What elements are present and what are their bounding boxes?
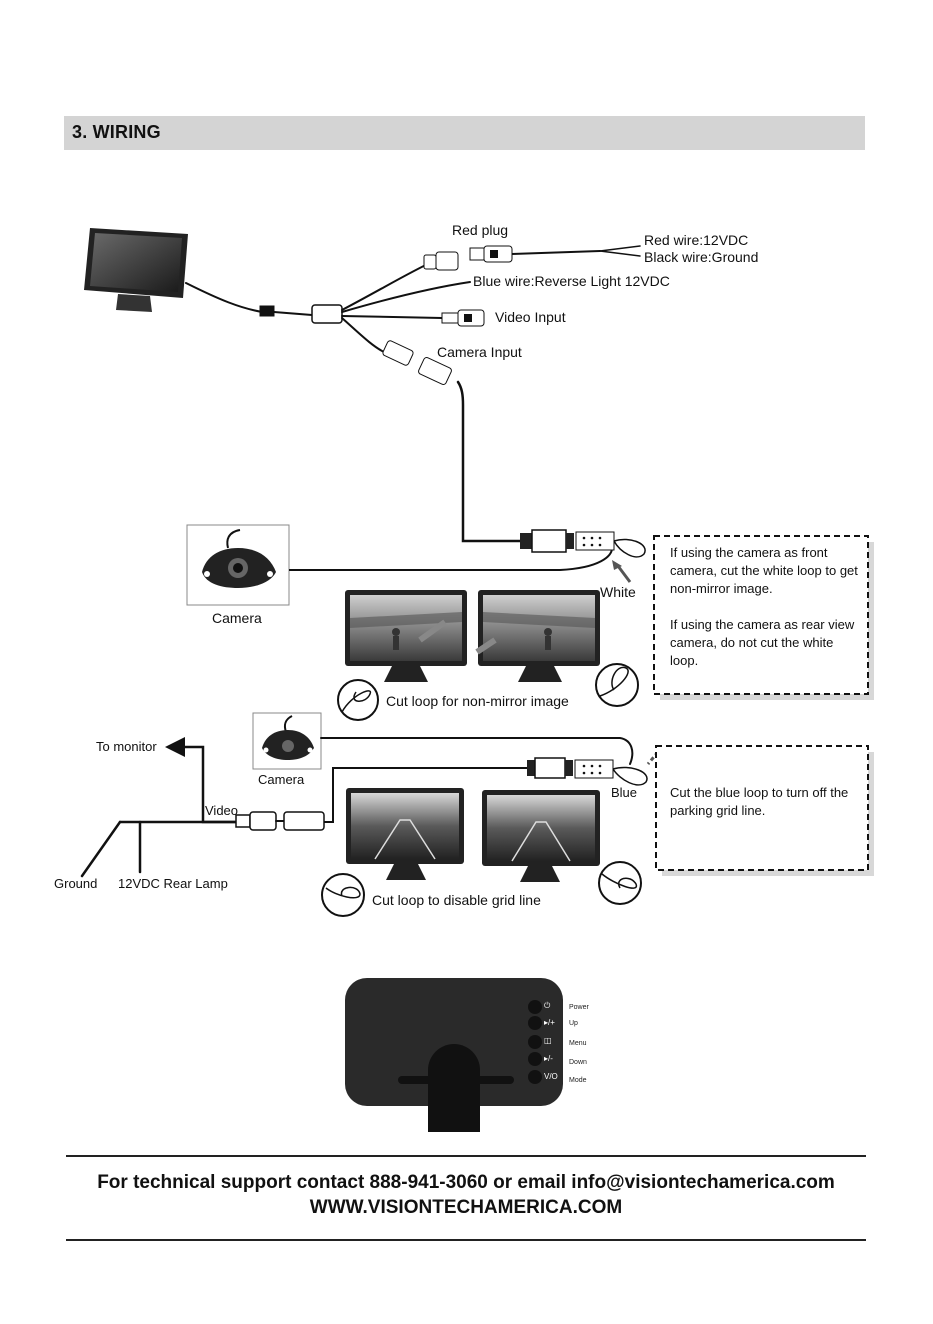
main-harness — [185, 245, 641, 543]
rear-monitors — [346, 788, 600, 882]
front-camera-box — [186, 524, 290, 606]
play-minus-icon: ▸/- — [544, 1054, 553, 1063]
rear-camera-box — [252, 712, 322, 770]
rear-note-box — [655, 745, 874, 876]
video-input-label: Video Input — [495, 309, 566, 325]
play-plus-icon: ▸/+ — [544, 1018, 555, 1027]
red-wire-label: Red wire:12VDC — [644, 232, 749, 248]
to-monitor-label: To monitor — [96, 739, 157, 754]
power-label: Power — [569, 1004, 589, 1011]
monitor-back-panel — [345, 978, 563, 1132]
section-header: 3. WIRING — [64, 116, 865, 150]
camera-input-connector — [382, 340, 452, 386]
front-monitors — [345, 590, 600, 682]
front-note: If using the camera as front camera, cut… — [670, 544, 860, 670]
black-wire-label: Black wire:Ground — [644, 249, 759, 265]
rear-wiring — [80, 737, 634, 878]
power-button-dot[interactable] — [528, 1000, 542, 1014]
red-plug-label: Red plug — [452, 222, 509, 238]
ground-label: Ground — [54, 876, 98, 891]
front-note-line-2: If using the camera as rear view camera,… — [670, 617, 855, 668]
rear-camera-label: Camera — [258, 772, 305, 787]
footer-top-rule — [66, 1155, 866, 1157]
monitor-image — [84, 228, 188, 312]
mode-icon: V/O — [544, 1072, 558, 1081]
white-loop-label: White — [600, 584, 636, 600]
front-note-box — [653, 535, 874, 700]
rear-inline-connector — [527, 751, 660, 786]
rear-note: Cut the blue loop to turn off the parkin… — [670, 784, 860, 820]
front-inline-connector — [520, 529, 646, 583]
rear-loop-cut-icons — [321, 861, 642, 917]
video-input-connector — [441, 309, 485, 327]
down-button-dot[interactable] — [528, 1052, 542, 1066]
front-caption: Cut loop for non-mirror image — [386, 693, 569, 709]
menu-button-dot[interactable] — [528, 1035, 542, 1049]
blue-loop-label: Blue — [611, 785, 638, 800]
video-label: Video — [205, 803, 239, 818]
mode-button-dot[interactable] — [528, 1070, 542, 1084]
support-contact: For technical support contact 888-941-30… — [97, 1172, 835, 1193]
power-icon: ⏻ — [544, 1001, 551, 1010]
down-label: Down — [569, 1059, 587, 1066]
footer-bottom-rule — [66, 1239, 866, 1241]
up-button-dot[interactable] — [528, 1016, 542, 1030]
front-camera-label: Camera — [212, 610, 262, 626]
menu-icon: ◫ — [544, 1036, 552, 1045]
rear-lamp-label: 12VDC Rear Lamp — [118, 876, 228, 891]
rear-note-text: Cut the blue loop to turn off the parkin… — [670, 785, 849, 818]
menu-label: Menu — [569, 1040, 587, 1047]
website-link[interactable]: WWW.VISIONTECHAMERICA.COM — [309, 1197, 623, 1218]
up-label: Up — [569, 1020, 578, 1027]
front-loop-cut-icons — [337, 663, 639, 721]
front-camera-cable — [289, 547, 613, 571]
blue-wire-label: Blue wire:Reverse Light 12VDC — [473, 273, 670, 289]
front-note-line-1: If using the camera as front camera, cut… — [670, 545, 858, 596]
rear-caption: Cut loop to disable grid line — [372, 892, 541, 908]
red-plug-connector — [423, 245, 513, 271]
mode-label: Mode — [569, 1077, 587, 1084]
camera-input-label: Camera Input — [437, 344, 522, 360]
section-title: 3. WIRING — [72, 122, 161, 142]
